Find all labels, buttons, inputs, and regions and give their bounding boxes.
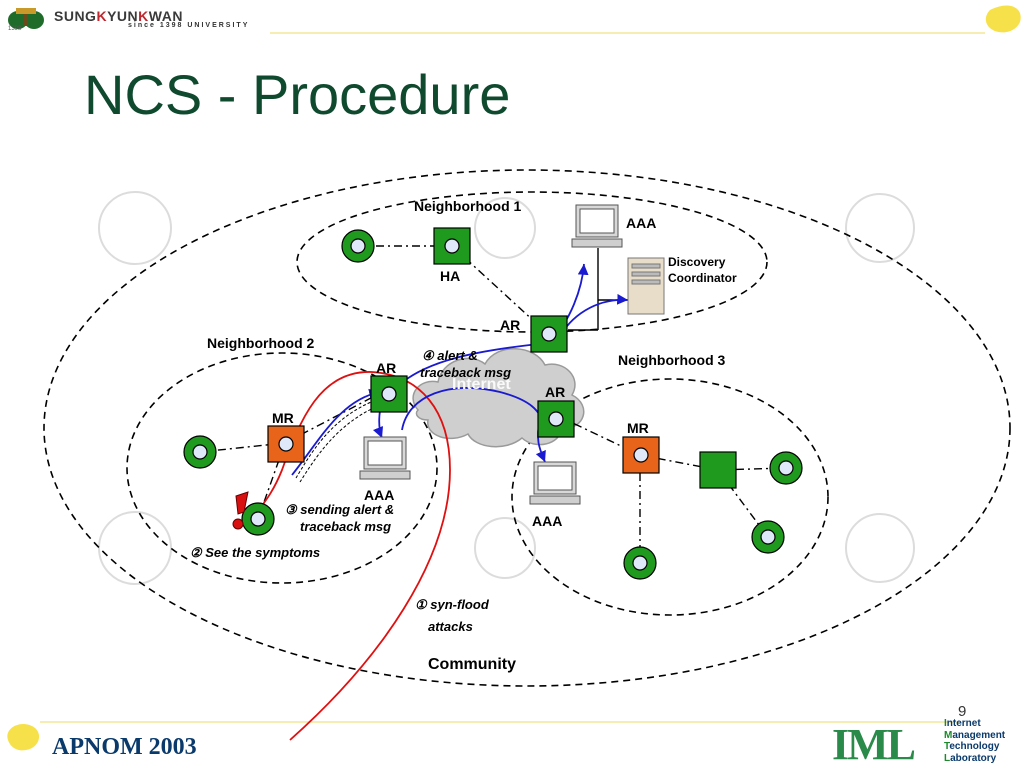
university-logo xyxy=(4,6,274,36)
server-icon xyxy=(627,257,665,315)
logo-year: 1398 xyxy=(8,26,22,32)
label-step3-1: ③ sending alert & xyxy=(285,502,395,517)
message-path-mr-to-ar xyxy=(291,388,381,476)
neighborhood2-boundary xyxy=(126,352,438,584)
label-ar-right: AR xyxy=(545,384,566,400)
label-discovery-1: Discovery xyxy=(668,255,726,269)
router-node xyxy=(267,227,737,489)
label-ha: HA xyxy=(440,268,461,284)
slide-title: NCS - Procedure xyxy=(84,63,511,126)
label-ar-left: AR xyxy=(376,360,397,376)
label-neighborhood3: Neighborhood 3 xyxy=(618,352,726,368)
label-discovery-2: Coordinator xyxy=(668,271,737,285)
message-path-to-discovery xyxy=(557,293,629,341)
label-aaa-right: AAA xyxy=(532,513,563,529)
label-community: Community xyxy=(428,656,516,673)
label-neighborhood1: Neighborhood 1 xyxy=(414,198,522,214)
label-step4-2: traceback msg xyxy=(420,365,512,380)
lab-logo: IML xyxy=(832,720,916,769)
lab-name: Internet Management Technology Laborator… xyxy=(944,718,1006,764)
page-number: 9 xyxy=(958,703,967,720)
label-step3-2: traceback msg xyxy=(300,519,392,534)
label-step4-1: ④ alert & xyxy=(422,348,478,363)
alert-icon xyxy=(232,491,249,530)
aaa-computer-icon xyxy=(359,204,623,505)
label-internet: Internet xyxy=(452,376,511,393)
label-neighborhood2: Neighborhood 2 xyxy=(207,335,315,351)
leaf-icon xyxy=(985,5,1021,33)
host-node xyxy=(183,229,803,580)
leaf-icon xyxy=(7,723,40,751)
community-boundary xyxy=(43,169,1011,687)
label-step1-1: ① syn-flood xyxy=(415,597,489,612)
university-subtitle: since 1398 UNIVERSITY xyxy=(128,22,250,29)
label-mr-right: MR xyxy=(627,420,649,436)
conference-name: APNOM 2003 xyxy=(52,734,197,760)
university-name: SUNGKYUNKWAN xyxy=(54,8,183,24)
neighborhood3-boundary xyxy=(511,378,829,616)
label-mr-left: MR xyxy=(272,410,294,426)
university-emblem-icon xyxy=(8,8,44,29)
label-aaa-left: AAA xyxy=(364,487,395,503)
label-ar-top: AR xyxy=(500,317,521,333)
attack-path xyxy=(254,371,451,741)
label-aaa-top: AAA xyxy=(626,215,657,231)
label-step1-2: attacks xyxy=(428,619,473,634)
label-step2: ② See the symptoms xyxy=(190,545,321,560)
